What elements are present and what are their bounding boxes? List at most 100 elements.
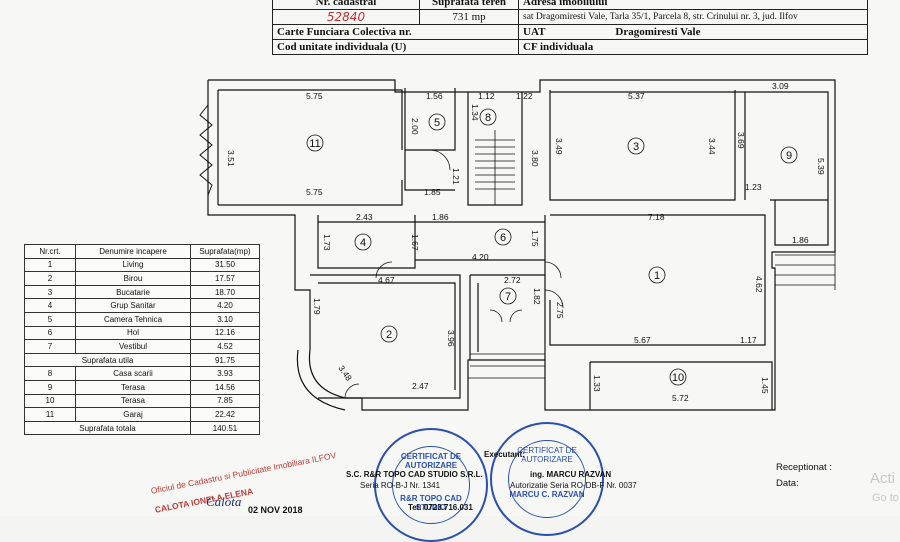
dim-label: 5.67 [634, 335, 651, 345]
outer-wall-path [208, 79, 836, 411]
carte-funciara-label: Carte Funciara Colectiva nr. [272, 24, 519, 40]
cell-area: 18.70 [190, 284, 260, 300]
engineer-name: ing. MARCU RAZVAN [530, 470, 612, 479]
data-label: Data: [776, 478, 799, 489]
dim-label: 1.21 [451, 168, 461, 185]
dim-label: 4.67 [378, 275, 395, 285]
col-header-area: Suprafata(mp) [190, 244, 260, 259]
cadastral-header-table: Nr. cadastral Suprafata teren Adresa imo… [272, 0, 868, 55]
room-number-11: 11 [309, 138, 320, 150]
cell-area: 17.57 [190, 271, 260, 286]
cell-area: 3.93 [190, 366, 260, 381]
cell-name: Hol [75, 325, 191, 341]
room-number-6: 6 [500, 232, 506, 244]
cell-nr: 1 [24, 257, 76, 273]
dim-label: 1.86 [792, 235, 809, 245]
cell-name: Grup Sanitar [75, 298, 191, 313]
cell-area: 7.85 [190, 393, 260, 409]
stamp1-text: CERTIFICAT DE AUTORIZARE [400, 452, 462, 470]
phone: Tel: 0723.716.031 [408, 503, 473, 512]
company-name: S.C. R&R TOPO CAD STUDIO S.R.L. [346, 470, 483, 479]
dim-label: 3.51 [226, 150, 236, 167]
cell-nr: 5 [24, 311, 76, 327]
executant-label: Executant: [484, 450, 525, 459]
nr-cadastral-handwritten: 52840 [326, 10, 366, 24]
cell-name: Camera Tehnica [75, 311, 191, 327]
cell-name: Bucatarie [75, 284, 191, 300]
dim-label: 1.33 [592, 375, 602, 392]
dim-label: 2.47 [412, 381, 429, 391]
suprafata-utila-value: 91.75 [190, 352, 260, 368]
cell-nr: 9 [24, 379, 76, 395]
dim-label: 2.75 [555, 302, 565, 319]
cell-name: Vestibul [75, 339, 191, 354]
dim-label: 3.49 [554, 138, 564, 155]
room-number-10: 10 [672, 372, 684, 384]
engineer-authorization-stamp: CERTIFICAT DE AUTORIZARE MARCU C. RAZVAN [490, 422, 604, 536]
col-header-nr: Nr.crt. [24, 244, 76, 259]
cell-area: 31.50 [190, 257, 260, 273]
stamp2-text: CERTIFICAT DE AUTORIZARE [517, 446, 577, 464]
cell-nr: 4 [24, 298, 76, 313]
dim-label: 1.73 [322, 234, 332, 251]
room-number-2: 2 [386, 329, 392, 341]
table-header-row: Nr.crt. Denumire incapere Suprafata(mp) [24, 244, 260, 259]
cod-unitate-label: Cod unitate individuala (U) [272, 39, 519, 55]
cell-name: Living [75, 257, 191, 273]
room-number-8: 8 [485, 112, 491, 124]
cell-area: 12.16 [190, 325, 260, 341]
suprafata-totala-label: Suprafata totala [24, 420, 191, 436]
dim-label: 3.96 [446, 330, 456, 347]
dim-label: 1.75 [530, 230, 540, 247]
dim-label: 1.23 [745, 182, 762, 192]
stamp2-name: MARCU C. RAZVAN [509, 490, 585, 499]
cf-individuala-label: CF individuala [518, 39, 868, 55]
uat-label: UAT [523, 26, 546, 38]
cell-area: 22.42 [190, 407, 260, 422]
dim-label: 1.82 [532, 288, 542, 305]
room-number-7: 7 [505, 291, 511, 303]
dim-label: 3.48 [336, 363, 354, 383]
room-number-4: 4 [360, 237, 366, 249]
room-number-3: 3 [633, 141, 639, 153]
cell-name: Terasa [75, 393, 191, 409]
dim-label: 5.75 [306, 91, 323, 101]
room-number-1: 1 [654, 270, 660, 282]
dim-label: 1.86 [432, 212, 449, 222]
company-authorization: Seria RO-B-J Nr. 1341 [360, 481, 441, 490]
rooms-table: Nr.crt. Denumire incapere Suprafata(mp) … [24, 244, 260, 436]
dim-label: 4.20 [472, 252, 489, 262]
dim-label: 1.56 [426, 91, 443, 101]
room-number-9: 9 [786, 150, 792, 162]
suprafata-teren-value: 731 mp [419, 9, 519, 25]
cell-name: Garaj [75, 407, 191, 422]
dim-label: 2.43 [356, 212, 373, 222]
stamp1-company: R&R TOPO CAD STUDIO [400, 494, 462, 512]
document-page: Nr. cadastral Suprafata teren Adresa imo… [24, 0, 899, 542]
dim-label: 3.69 [736, 132, 746, 149]
dim-label: 1.79 [312, 298, 322, 315]
cell-area: 4.20 [190, 298, 260, 313]
dim-label: 2.00 [410, 118, 420, 135]
floor-plan: 5.75 1.56 1.12 1.22 5.37 3.09 3.51 2.00 … [199, 79, 836, 411]
dim-label: 1.67 [410, 234, 420, 251]
cell-area: 4.52 [190, 339, 260, 354]
receptionat-label: Receptionat : [776, 462, 832, 473]
dim-label: 5.75 [306, 187, 323, 197]
dim-label: 1.22 [516, 91, 533, 101]
dim-label: 1.17 [740, 335, 757, 345]
cell-name: Terasa [75, 379, 191, 395]
engineer-authorization: Autorizatie Seria RO-DB-F Nr. 0037 [510, 481, 637, 490]
dim-label: 3.44 [707, 138, 717, 155]
cell-area: 14.56 [190, 379, 260, 395]
dim-label: 7.18 [648, 212, 665, 222]
